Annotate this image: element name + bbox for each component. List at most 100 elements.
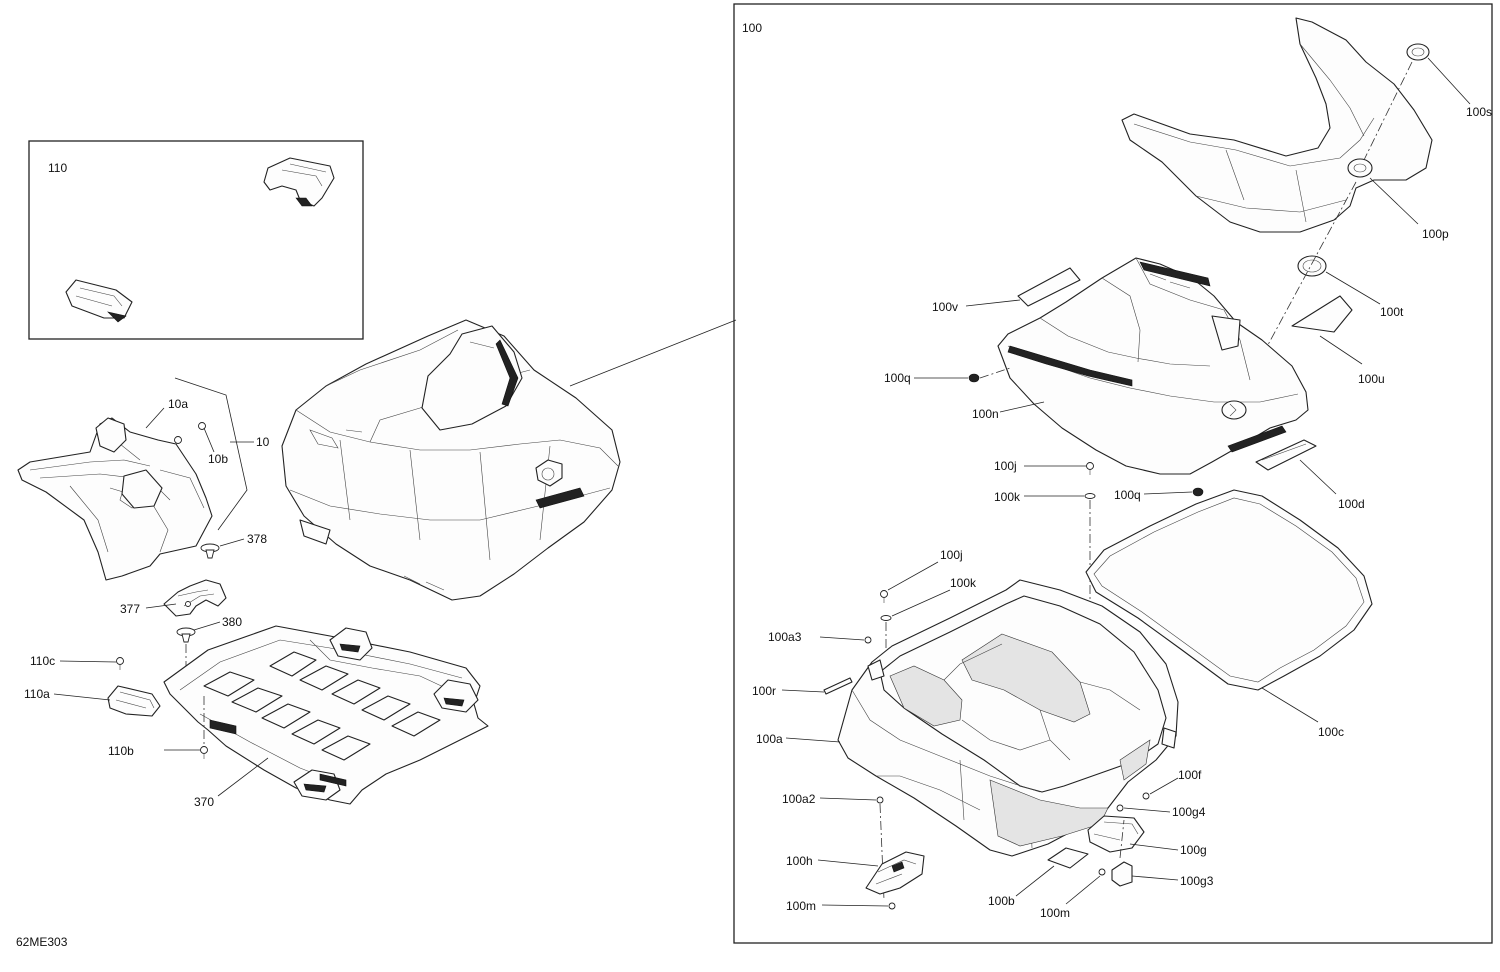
- callout-100n: 100n: [972, 407, 999, 421]
- rivet-378[interactable]: [200, 543, 220, 559]
- case-base-100a[interactable]: [837, 579, 1179, 857]
- side-trim-panel[interactable]: [17, 417, 213, 581]
- callout-100s: 100s: [1466, 105, 1492, 119]
- pin-100r[interactable]: [823, 677, 853, 695]
- callout-labels: 10a 10b 10 378 377 380 110c 110a 110b 37…: [16, 105, 1492, 949]
- inset-100-connector: [569, 319, 737, 387]
- inset-100-frame: [733, 3, 1493, 944]
- rivet-380[interactable]: [176, 627, 196, 643]
- inset-100: 100: [733, 3, 1493, 944]
- inset-110-handle-lower[interactable]: [65, 279, 133, 323]
- callout-378: 378: [247, 532, 267, 546]
- leader-110c: [59, 660, 117, 663]
- clamp-377[interactable]: [163, 579, 227, 617]
- leader-377: [145, 603, 177, 609]
- callout-100r: 100r: [752, 684, 776, 698]
- screw-100a3[interactable]: [864, 636, 872, 644]
- axis-100g3: [1119, 819, 1125, 859]
- callout-100a: 100a: [756, 732, 783, 746]
- leader-100g4: [1123, 807, 1171, 813]
- leader-100j: [887, 561, 939, 591]
- callout-110b: 110b: [108, 744, 134, 758]
- callout-100c: 100c: [1318, 725, 1344, 739]
- callout-100f: 100f: [1178, 768, 1202, 782]
- leader-100k: [891, 589, 951, 617]
- decal-100v[interactable]: [1017, 267, 1081, 307]
- screw-100m-left[interactable]: [888, 902, 896, 910]
- lid-panel-100p[interactable]: [1121, 17, 1433, 233]
- callout-100t: 100t: [1380, 305, 1404, 319]
- ring-100t[interactable]: [1297, 255, 1327, 277]
- callout-100q-lower: 100q: [1114, 488, 1141, 502]
- leader-100t: [1325, 271, 1381, 305]
- mounting-plate-370[interactable]: [163, 625, 489, 805]
- screw-110b[interactable]: [200, 746, 208, 760]
- leader-100f: [1149, 777, 1179, 795]
- callout-100g: 100g: [1180, 843, 1207, 857]
- callout-100q-upper: 100q: [884, 371, 911, 385]
- leader-100m-right: [1065, 875, 1101, 905]
- callout-100a2: 100a2: [782, 792, 816, 806]
- callout-10a: 10a: [168, 397, 188, 411]
- leader-100d: [1299, 459, 1337, 495]
- plate-cutouts: [203, 651, 441, 761]
- badge-100s[interactable]: [1406, 43, 1430, 61]
- leader-100u: [1319, 335, 1363, 365]
- leader-100c: [1261, 687, 1319, 723]
- screw-100g4[interactable]: [1116, 804, 1124, 812]
- screw-100f[interactable]: [1142, 792, 1150, 800]
- washer-100k[interactable]: [880, 615, 892, 621]
- screw-110c[interactable]: [116, 657, 124, 671]
- washer-100k-upper[interactable]: [1084, 493, 1096, 499]
- leader-100a: [785, 737, 841, 743]
- callout-100k-upper: 100k: [994, 490, 1021, 504]
- callout-110c: 110c: [30, 654, 55, 668]
- callout-100d: 100d: [1338, 497, 1365, 511]
- callout-110a: 110a: [24, 687, 50, 701]
- callout-100j-upper: 100j: [994, 459, 1017, 473]
- screw-100j-upper[interactable]: [1086, 462, 1094, 476]
- leader-10a: [145, 407, 165, 429]
- axis-100q-upper: [979, 367, 1011, 379]
- leader-100v: [965, 299, 1021, 307]
- callout-100b: 100b: [988, 894, 1015, 908]
- grommet-100q-lower[interactable]: [1192, 487, 1204, 497]
- leader-100a3: [819, 636, 865, 641]
- callout-380: 380: [222, 615, 242, 629]
- strip-100d[interactable]: [1255, 439, 1317, 471]
- callout-100a3: 100a3: [768, 630, 802, 644]
- decal-100u[interactable]: [1291, 295, 1353, 333]
- leader-100p: [1369, 177, 1419, 225]
- callout-377: 377: [120, 602, 140, 616]
- callout-100m-right: 100m: [1040, 906, 1070, 920]
- group-bracket-10: [174, 377, 248, 531]
- callout-100j: 100j: [940, 548, 963, 562]
- leader-100g: [1129, 843, 1179, 851]
- top-case-assembled[interactable]: [281, 319, 621, 601]
- seal-100c[interactable]: [1085, 489, 1373, 691]
- handle-110a[interactable]: [107, 685, 161, 717]
- grommet-100q-upper[interactable]: [968, 373, 980, 383]
- leader-110a: [53, 693, 111, 701]
- screw-100m-right[interactable]: [1098, 868, 1106, 876]
- screw-100j[interactable]: [880, 590, 888, 604]
- callout-370: 370: [194, 795, 214, 809]
- callout-100g4: 100g4: [1172, 805, 1206, 819]
- hinge-100h[interactable]: [865, 851, 925, 895]
- latch-100g[interactable]: [1087, 815, 1145, 853]
- leader-378: [219, 538, 245, 547]
- lid-shell-100n[interactable]: [997, 257, 1309, 475]
- leader-100b: [1015, 865, 1055, 897]
- callout-10: 10: [256, 435, 270, 449]
- callout-100p: 100p: [1422, 227, 1449, 241]
- screw-100a2[interactable]: [876, 796, 884, 804]
- screw-10b[interactable]: [174, 422, 206, 444]
- callout-10b: 10b: [208, 452, 228, 466]
- pad-100b[interactable]: [1047, 847, 1089, 869]
- callout-100g3: 100g3: [1180, 874, 1214, 888]
- button-100g3[interactable]: [1111, 861, 1133, 887]
- callout-100m-left: 100m: [786, 899, 816, 913]
- inset-110-frame: [28, 140, 364, 340]
- inset-110-handle-upper[interactable]: [263, 157, 335, 207]
